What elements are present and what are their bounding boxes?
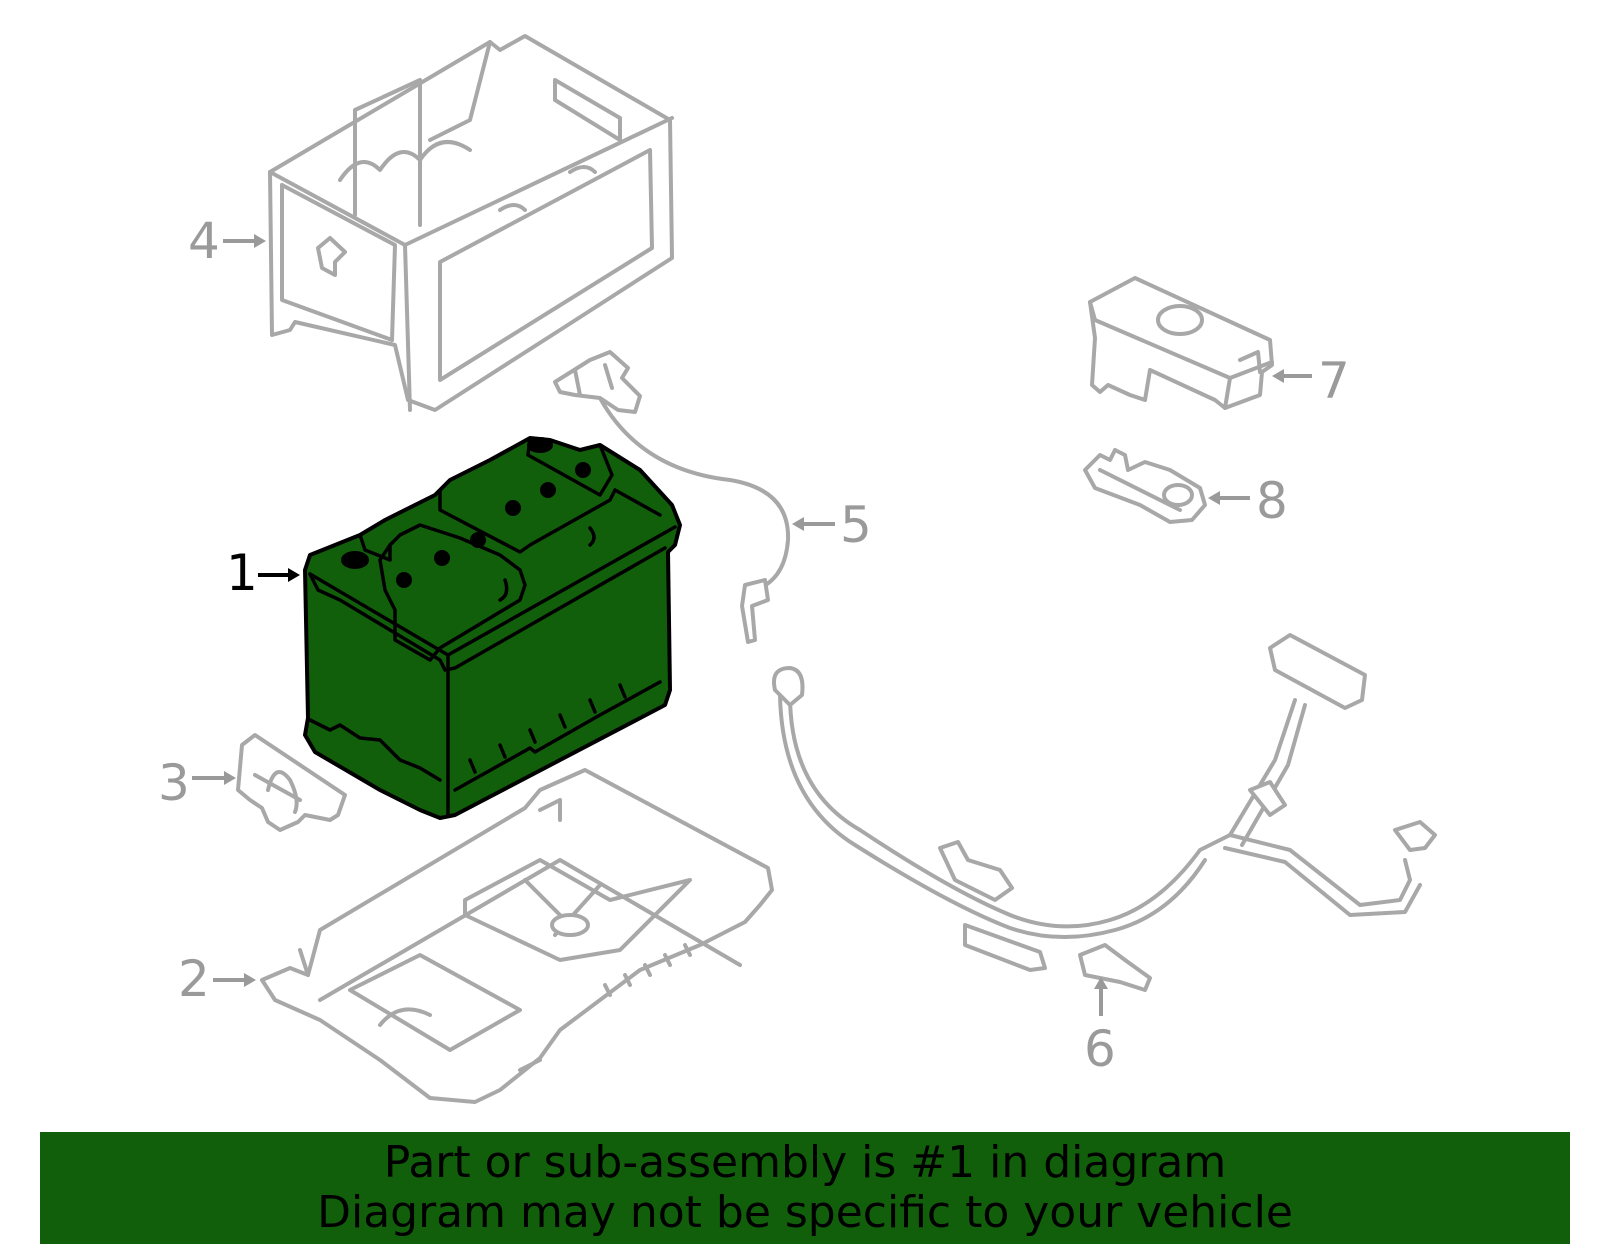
part-2-battery-tray[interactable] [260, 768, 774, 1104]
callout-1-label: 1 [226, 544, 258, 602]
callout-4-label: 4 [188, 212, 220, 270]
part-8-terminal-clamp[interactable] [1083, 448, 1207, 524]
info-banner: Part or sub-assembly is #1 in diagram Di… [40, 1132, 1570, 1244]
callout-6: 6 [1084, 977, 1116, 1078]
banner-line-2: Diagram may not be specific to your vehi… [317, 1187, 1293, 1238]
part-7-terminal-cover[interactable] [1088, 276, 1274, 410]
callout-3: 3 [158, 754, 236, 812]
callout-7-label: 7 [1318, 352, 1350, 410]
callout-4: 4 [188, 212, 266, 270]
callout-5-label: 5 [840, 496, 872, 554]
part-1-battery[interactable] [303, 436, 682, 820]
callout-8: 8 [1208, 472, 1288, 530]
part-6-wiring-harness[interactable] [772, 633, 1437, 992]
callout-2: 2 [178, 950, 256, 1008]
callout-5: 5 [792, 496, 872, 554]
callout-8-label: 8 [1256, 472, 1288, 530]
callout-6-label: 6 [1084, 1020, 1116, 1078]
parts-diagram: 1 2 3 4 5 6 7 8 [158, 34, 1437, 1104]
part-4-battery-box[interactable] [268, 34, 674, 412]
callout-2-label: 2 [178, 950, 210, 1008]
callout-7: 7 [1272, 352, 1350, 410]
callout-3-label: 3 [158, 754, 190, 812]
part-3-hold-down-clamp[interactable] [236, 733, 347, 832]
part-5-cable[interactable] [553, 350, 791, 644]
callout-1: 1 [226, 544, 300, 602]
banner-line-1: Part or sub-assembly is #1 in diagram [383, 1137, 1227, 1188]
